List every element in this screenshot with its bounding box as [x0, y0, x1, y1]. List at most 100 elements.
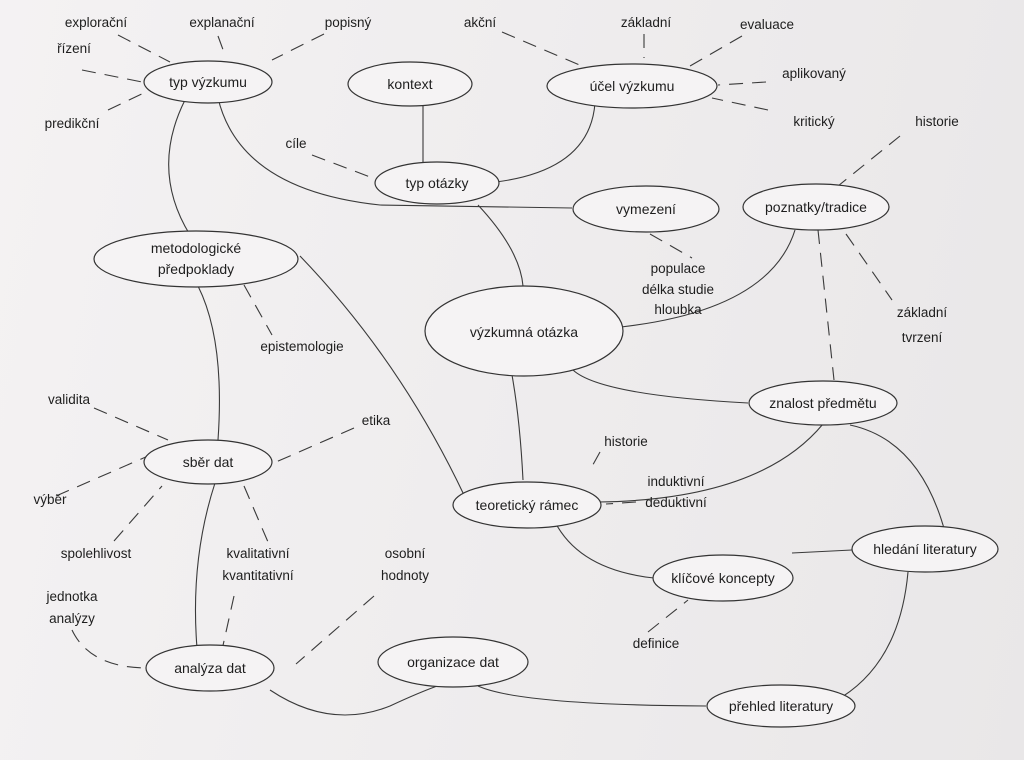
free-labels: explorační explanační popisný akční zákl…: [33, 15, 958, 651]
label-deduktivni: deduktivní: [645, 495, 707, 510]
link-poznatky-vyzkumnaotazka: [620, 229, 796, 328]
node-znalost-predmetu-label: znalost předmětu: [769, 395, 876, 411]
node-typ-vyzkumu: typ výzkumu: [143, 60, 273, 104]
label-predikcni: predikční: [45, 116, 100, 131]
node-analyza-dat-label: analýza dat: [174, 660, 246, 676]
label-popisny: popisný: [325, 15, 372, 30]
dash-popisny: [271, 33, 325, 61]
node-metodologicke-predpoklady: metodologické předpoklady: [93, 230, 299, 288]
dash-epistemologie: [243, 284, 273, 336]
link-hledani-prehled: [841, 571, 909, 698]
label-rizeni: řízení: [57, 41, 91, 56]
node-typ-otazky-label: typ otázky: [405, 175, 468, 191]
label-cile: cíle: [285, 136, 306, 151]
dash-poznatky-zakladni: [845, 233, 893, 301]
dash-kriticky: [711, 97, 769, 111]
label-vyber: výběr: [33, 492, 67, 507]
node-klicove-koncepty: klíčové koncepty: [652, 554, 794, 602]
dash-historie-teoreticky: [589, 451, 601, 471]
dash-induktivni: [605, 501, 637, 505]
node-hledani-literatury-label: hledání literatury: [873, 541, 977, 557]
node-vyzkumna-otazka-label: výzkumná otázka: [470, 324, 578, 340]
link-teoretickyramec-znalost: [597, 423, 824, 503]
dash-validita: [93, 407, 169, 441]
node-poznatky-tradice-label: poznatky/tradice: [765, 199, 867, 215]
dash-spolehlivost: [113, 485, 163, 542]
label-kvalitativni: kvalitativní: [226, 546, 289, 561]
label-validita: validita: [48, 392, 91, 407]
link-analyza-organizace: [269, 684, 441, 716]
node-organizace-dat-label: organizace dat: [407, 654, 499, 670]
dash-rizeni: [81, 69, 143, 83]
link-sberdat-analyza: [194, 482, 216, 649]
node-prehled-literatury: přehled literatury: [706, 684, 856, 728]
node-kontext: kontext: [347, 61, 473, 107]
dash-definice: [647, 599, 689, 633]
dash-vymezeni-populace: [649, 233, 693, 259]
node-vymezeni: vymezení: [572, 185, 720, 233]
dash-explanacni: [217, 35, 226, 56]
dash-exploracni: [117, 34, 171, 63]
dash-jednotka: [71, 629, 149, 669]
label-populace-line3: hloubka: [654, 302, 702, 317]
node-hledani-literatury: hledání literatury: [851, 525, 999, 573]
node-teoreticky-ramec-label: teoretický rámec: [476, 497, 579, 513]
dash-evaluace: [689, 35, 743, 67]
link-vyzkumnaotazka-znalost: [572, 369, 749, 404]
link-teoretickyramec-klicove: [554, 521, 655, 579]
label-populace-line2: délka studie: [642, 282, 714, 297]
label-jednotka-line1: jednotka: [45, 589, 98, 604]
label-historie-teoreticky: historie: [604, 434, 648, 449]
node-metodologicke-label-line2: předpoklady: [158, 261, 234, 277]
label-historie-top: historie: [915, 114, 959, 129]
label-populace-line1: populace: [651, 261, 706, 276]
link-typvyzkumu-vymezeni: [217, 97, 573, 209]
solid-connections: [168, 97, 946, 716]
link-organizace-prehled: [477, 685, 707, 707]
label-epistemologie: epistemologie: [260, 339, 343, 354]
link-klicove-hledani: [791, 549, 853, 554]
node-metodologicke-label-line1: metodologické: [151, 240, 241, 256]
label-kriticky: kritický: [793, 114, 834, 129]
node-prehled-literatury-label: přehled literatury: [729, 698, 833, 714]
dash-osobni-analyza: [295, 595, 375, 665]
link-typotazky-vyzkumnaotazka: [477, 204, 524, 287]
label-akcni: akční: [464, 15, 497, 30]
link-vyzkumnaotazka-teoretickyramec: [511, 374, 524, 481]
link-znalost-hledani: [849, 424, 946, 533]
label-hodnoty: hodnoty: [381, 568, 429, 583]
link-typvyzkumu-metodologicke: [168, 99, 191, 236]
node-sber-dat: sběr dat: [143, 439, 273, 485]
label-definice: definice: [633, 636, 680, 651]
dash-kvalitativni: [243, 485, 269, 543]
dash-aplikovany: [717, 81, 767, 86]
label-explanacni: explanační: [189, 15, 255, 30]
dash-kvantitativni-analyza: [221, 595, 235, 651]
node-klicove-koncepty-label: klíčové koncepty: [671, 570, 775, 586]
label-kvantitativni: kvantitativní: [222, 568, 294, 583]
label-etika: etika: [362, 413, 391, 428]
label-zakladni-tvrzeni-line2: tvrzení: [902, 330, 943, 345]
node-ucel-vyzkumu: účel výzkumu: [546, 63, 718, 109]
dash-akcni: [501, 31, 583, 67]
node-teoreticky-ramec: teoretický rámec: [452, 481, 602, 529]
label-zakladni: základní: [621, 15, 672, 30]
label-spolehlivost: spolehlivost: [61, 546, 132, 561]
label-jednotka-line2: analýzy: [49, 611, 95, 626]
dash-predikcni: [107, 89, 151, 111]
node-analyza-dat: analýza dat: [145, 644, 275, 692]
label-aplikovany: aplikovaný: [782, 66, 846, 81]
label-induktivni: induktivní: [647, 474, 704, 489]
label-exploracni: explorační: [65, 15, 128, 30]
node-sber-dat-label: sběr dat: [183, 454, 234, 470]
node-organizace-dat: organizace dat: [377, 636, 529, 688]
link-ucel-typotazky: [495, 102, 596, 183]
node-znalost-predmetu: znalost předmětu: [748, 380, 898, 426]
dash-poznatky-znalost: [817, 229, 835, 381]
dashed-connections: [55, 31, 901, 669]
dash-vyber: [55, 455, 149, 497]
dash-historie-poznatky: [837, 135, 901, 187]
link-metodologicke-teoretickyramec: [299, 255, 465, 496]
